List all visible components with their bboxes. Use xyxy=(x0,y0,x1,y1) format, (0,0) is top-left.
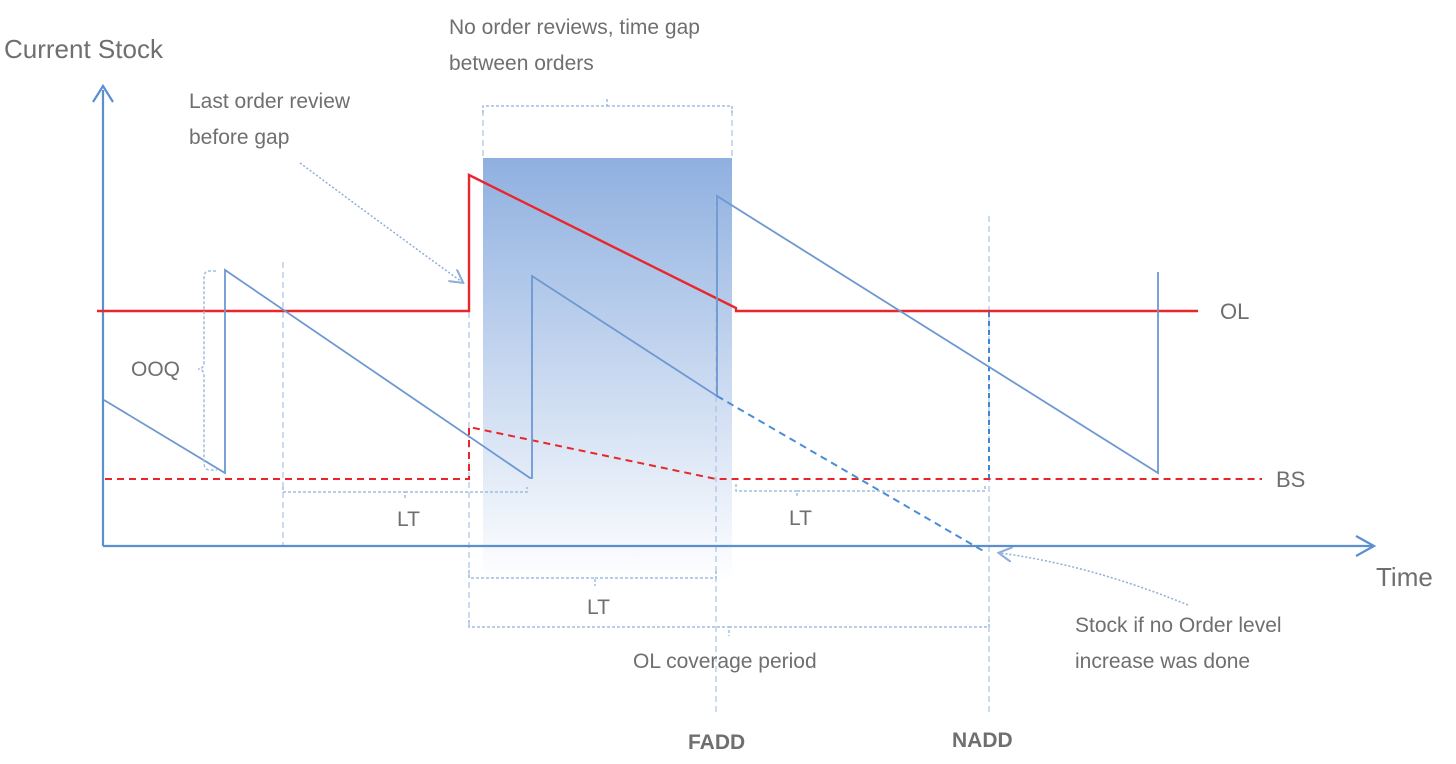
y-axis-arrowhead xyxy=(92,83,114,103)
ol-coverage-label: OL coverage period xyxy=(633,650,817,673)
ol-coverage-brace xyxy=(468,620,990,636)
lt-label-3: LT xyxy=(587,596,610,619)
nadd-label: NADD xyxy=(952,729,1013,752)
x-axis-arrowhead xyxy=(1355,535,1377,557)
bs-label: BS xyxy=(1276,467,1305,492)
stock-level-line xyxy=(103,194,1159,479)
lt-label-2: LT xyxy=(789,507,812,530)
y-axis-label: Current Stock xyxy=(4,34,164,64)
gap-label-line1: No order reviews, time gap xyxy=(449,16,700,39)
fadd-label: FADD xyxy=(688,731,745,754)
no-increase-label-line2: increase was done xyxy=(1075,650,1250,673)
gap-label-line2: between orders xyxy=(449,52,594,75)
ol-label: OL xyxy=(1220,299,1249,324)
order-level-line xyxy=(97,173,1198,313)
last-review-pointer xyxy=(299,162,462,282)
ooq-label: OOQ xyxy=(131,358,180,381)
last-review-label-line2: before gap xyxy=(189,126,289,149)
lt-brace-1 xyxy=(282,487,528,499)
no-increase-pointer xyxy=(1000,553,1189,606)
buffer-stock-line xyxy=(105,425,1262,480)
order-gap-shaded-area xyxy=(483,158,732,582)
projected-stock-line xyxy=(716,395,986,553)
lt-brace-2 xyxy=(735,484,986,498)
x-axis-label: Time xyxy=(1376,562,1433,592)
ooq-brace xyxy=(197,270,217,471)
last-review-label-line1: Last order review xyxy=(189,90,351,113)
no-increase-label-line1: Stock if no Order level xyxy=(1075,614,1282,637)
gap-brace xyxy=(482,97,733,113)
lt-brace-3 xyxy=(468,570,717,586)
lt-label-1: LT xyxy=(397,508,420,531)
